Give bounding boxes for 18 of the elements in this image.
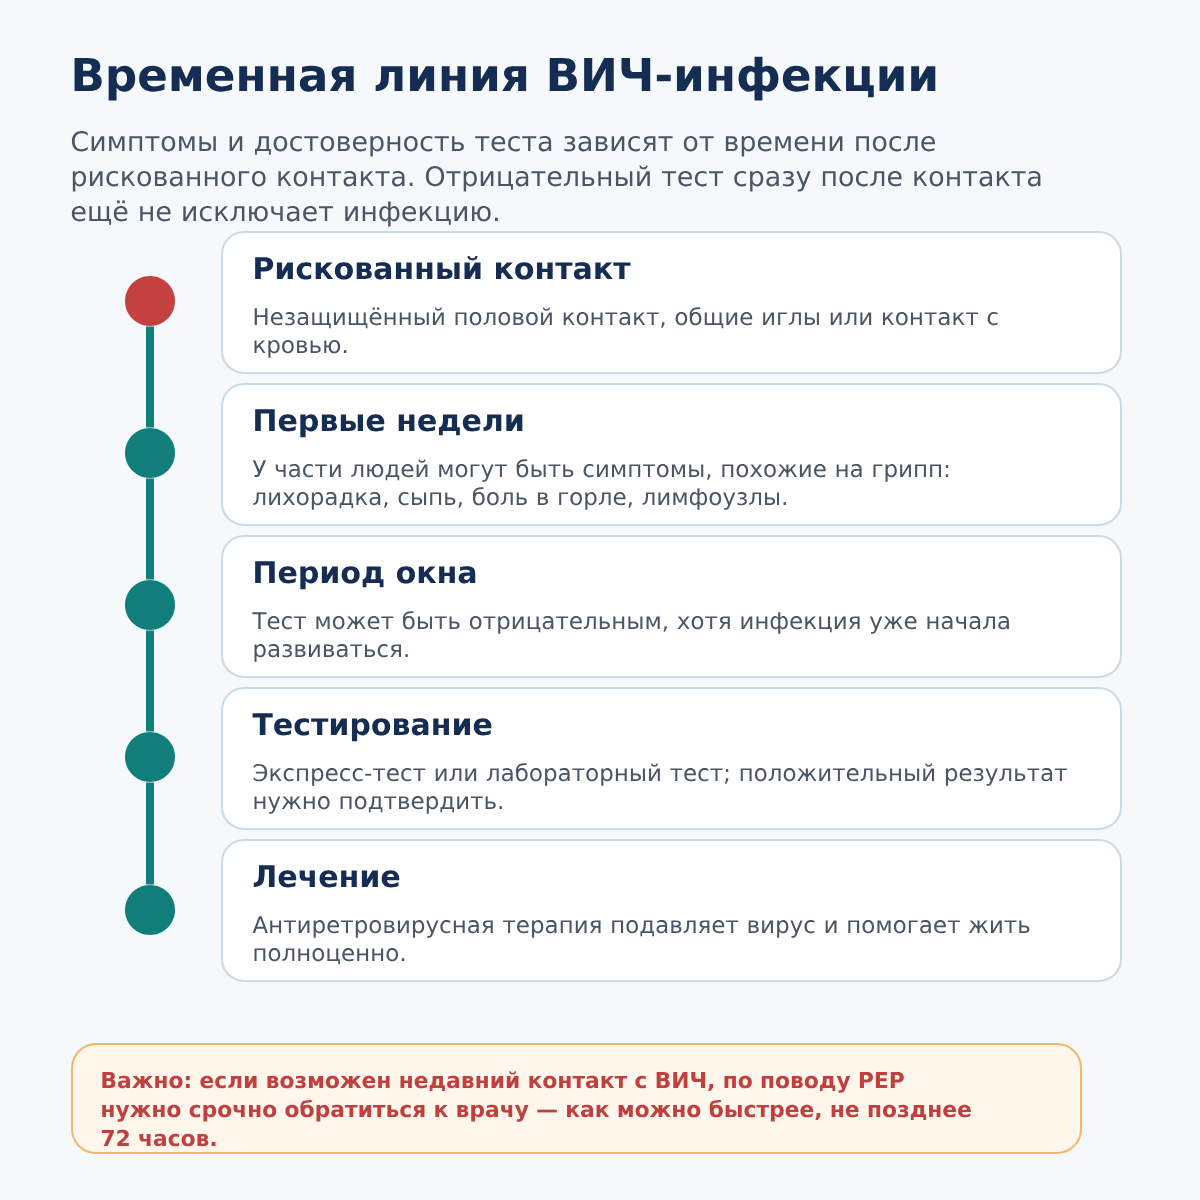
warning-box: Важно: если возможен недавний контакт с ВИЧ, по поводу PEP нужно срочно обратиться к врачу — как можно быстрее, не позднее 72 часов. bbox=[71, 1043, 1082, 1154]
title: Временная линия ВИЧ-инфекции bbox=[74, 56, 936, 101]
card-description: У части людей могут быть симптомы, похожие на грипп: лихорадка, сыпь, боль в горле, лимфоузлы. bbox=[252, 459, 949, 510]
card-heading: Первые недели bbox=[255, 409, 523, 438]
timeline-dot bbox=[125, 885, 175, 935]
timeline-dot bbox=[125, 732, 175, 782]
card-heading: Лечение bbox=[253, 865, 400, 888]
card-heading: Рискованный контакт bbox=[255, 256, 631, 280]
card-heading: Период окна bbox=[255, 561, 476, 590]
timeline-dot bbox=[125, 276, 175, 326]
card-description: Тест может быть отрицательным, хотя инфекция уже начала развиваться. bbox=[252, 611, 1009, 662]
card-description: Антиретровирусная терапия подавляет вирус и помогает жить полноценно. bbox=[252, 916, 1030, 965]
timeline-dot bbox=[125, 428, 175, 478]
intro-text: Симптомы и достоверность теста зависят от времени после рискованного контакта. Отрицательный тест сразу после контакта ещё не исключает инфекцию. bbox=[71, 131, 1041, 227]
card-description: Незащищённый половой контакт, общие иглы или контакт с кровью. bbox=[254, 307, 998, 358]
card-heading: Тестирование bbox=[252, 713, 492, 742]
timeline-dot bbox=[125, 580, 175, 630]
card-description: Экспресс-тест или лабораторный тест; положительный результат нужно подтвердить. bbox=[253, 763, 1067, 814]
